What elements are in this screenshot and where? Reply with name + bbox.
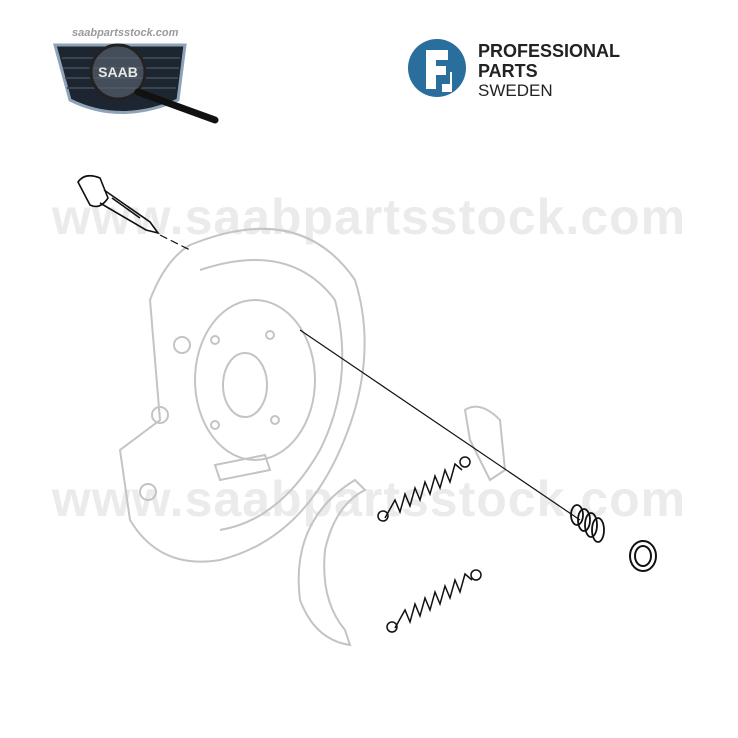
hold-down-spring bbox=[570, 504, 605, 543]
saab-logo: SAAB bbox=[53, 43, 219, 124]
bolt bbox=[77, 174, 160, 235]
lower-return-spring bbox=[386, 569, 482, 633]
pps-line3: SWEDEN bbox=[478, 81, 553, 100]
pps-logo-mark bbox=[408, 39, 466, 97]
backing-plate bbox=[118, 227, 366, 563]
spring-cup-washer bbox=[629, 540, 657, 572]
brake-shoes bbox=[297, 405, 507, 647]
pin-leader-line bbox=[299, 329, 581, 521]
bolt-leader-line bbox=[159, 234, 191, 251]
pps-line2: PARTS bbox=[478, 61, 538, 81]
pps-line1: PROFESSIONAL bbox=[478, 41, 621, 61]
saab-badge-text: SAAB bbox=[98, 64, 138, 80]
upper-return-spring bbox=[377, 456, 471, 522]
saab-logo-url: saabpartsstock.com bbox=[72, 27, 179, 39]
watermark-bottom: www.saabpartsstock.com bbox=[51, 471, 687, 527]
